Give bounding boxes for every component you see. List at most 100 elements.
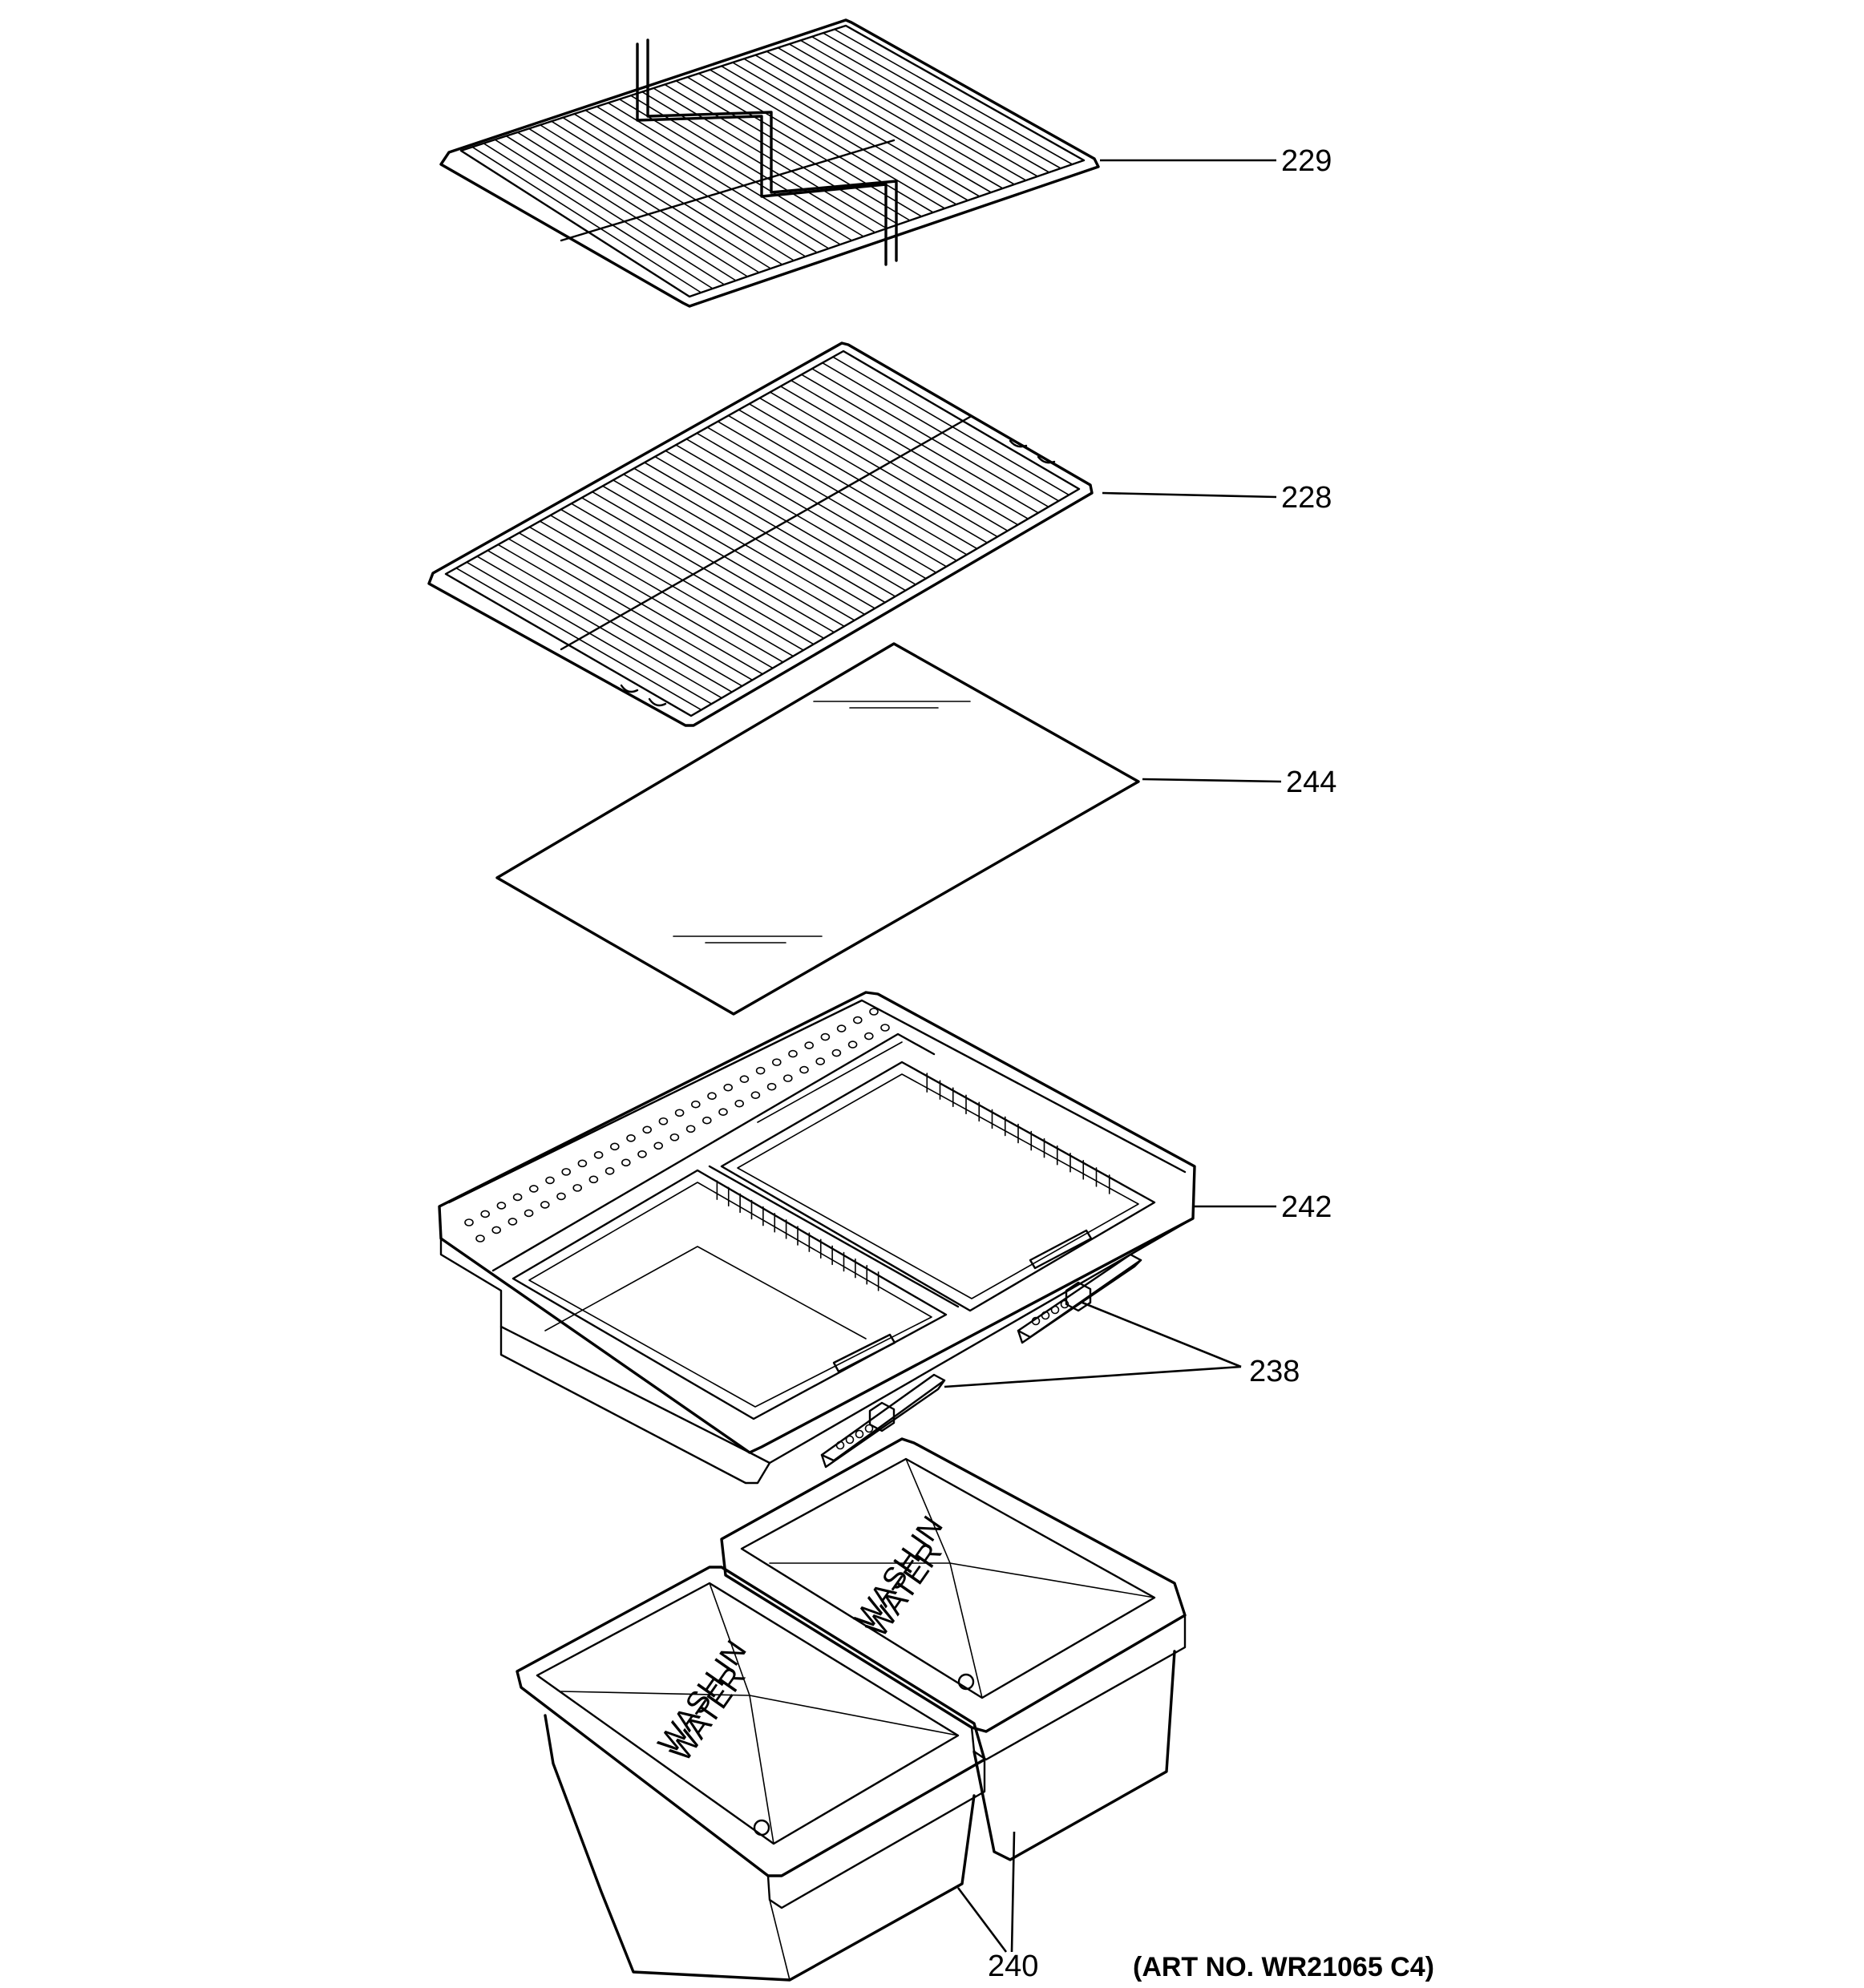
wire-line [706,426,948,568]
wire-line [834,28,1074,165]
wire-line [800,374,1039,514]
wire-line [697,72,934,213]
art-number: (ART NO. WR21065 C4) [1133,1952,1434,1982]
wire-line [743,58,981,197]
wire-line [573,113,807,257]
wire-line [471,146,702,293]
vent-hole [669,1133,680,1141]
callout-229: 229 [1281,144,1332,178]
vent-hole [658,1117,669,1125]
part-229-split-wire-shelf [439,18,1100,308]
vent-hole [836,1024,847,1032]
wire-line [832,356,1070,496]
vent-hole [561,1168,572,1176]
wire-line [811,368,1049,508]
vent-hole [556,1192,566,1201]
vent-hole [480,1210,491,1218]
callout-228: 228 [1281,481,1332,515]
vent-hole [690,1100,701,1109]
part-238-humidity-sliders [820,1253,1142,1469]
wire-line [696,432,937,574]
vent-hole [880,1024,890,1032]
wire-line [717,420,957,562]
vent-hole [577,1159,588,1168]
vent-hole [545,1176,555,1185]
vent-hole [869,1008,879,1016]
vent-hole [815,1057,826,1065]
wire-line [675,444,917,585]
wire-line [562,116,795,261]
wire-line [664,83,900,225]
vent-hole [782,1074,793,1082]
wire-line [769,391,1009,531]
wire-line [777,46,1015,185]
wire-line [494,139,726,285]
vent-hole [626,1134,636,1142]
callout-244: 244 [1286,766,1336,799]
callout-240: 240 [988,1950,1038,1983]
part-244-glass-shelf [495,642,1140,1016]
wire-line [665,450,907,592]
vent-hole [847,1040,858,1049]
vent-hole [864,1032,874,1040]
vent-hole [512,1193,523,1202]
vent-hole [464,1218,474,1226]
vent-hole [853,1016,863,1024]
wire-line [540,124,772,269]
vent-hole [524,1209,534,1218]
wire-line [738,409,978,550]
vent-hole [799,1065,809,1074]
wire-line [709,69,946,209]
wire-line [779,386,1019,526]
vent-hole [621,1158,631,1167]
vent-hole [804,1041,815,1049]
wire-line [766,51,1004,189]
vent-hole [766,1082,777,1091]
vent-hole [739,1075,750,1083]
vent-hole [642,1125,653,1134]
part-228-wire-shelf [427,341,1094,727]
wire-line [788,43,1027,181]
wire-line [516,131,749,277]
callout-238: 238 [1249,1355,1300,1388]
crisper-drawer-left: WASH IN WATER [516,1566,986,1982]
wire-line [732,62,969,201]
vent-hole [718,1108,728,1116]
wire-line [799,39,1038,177]
vent-hole [674,1109,685,1117]
wire-line [822,362,1060,502]
slider-left [820,1373,946,1469]
vent-hole [588,1175,599,1184]
callout-242: 242 [1281,1190,1332,1224]
wire-line [596,106,830,249]
vent-hole [540,1201,550,1209]
wire-line [727,414,968,556]
wire-line [790,379,1029,520]
wire-line [675,80,911,221]
wire-line [748,403,989,543]
vent-hole [750,1091,761,1099]
vent-hole [507,1218,518,1226]
wire-line [754,54,993,193]
vent-hole [491,1226,502,1234]
wire-line [528,127,760,273]
wire-line [758,397,998,538]
vent-hole [755,1066,766,1075]
vent-hole [528,1185,539,1193]
vent-hole [707,1092,717,1100]
vent-hole [572,1184,583,1192]
vent-hole [723,1083,734,1092]
wire-line [811,35,1050,173]
wire-line [618,98,853,241]
vent-hole [820,1032,831,1041]
vent-hole [609,1142,620,1151]
wire-line [584,109,818,253]
vent-hole [475,1234,485,1242]
vent-hole [593,1151,604,1159]
wire-line [505,135,737,281]
vent-hole [637,1150,647,1158]
crisper-drawer-right: WASH IN WATER [720,1437,1187,1861]
vent-hole [604,1167,615,1175]
part-242-crisper-cover-frame [438,991,1196,1485]
